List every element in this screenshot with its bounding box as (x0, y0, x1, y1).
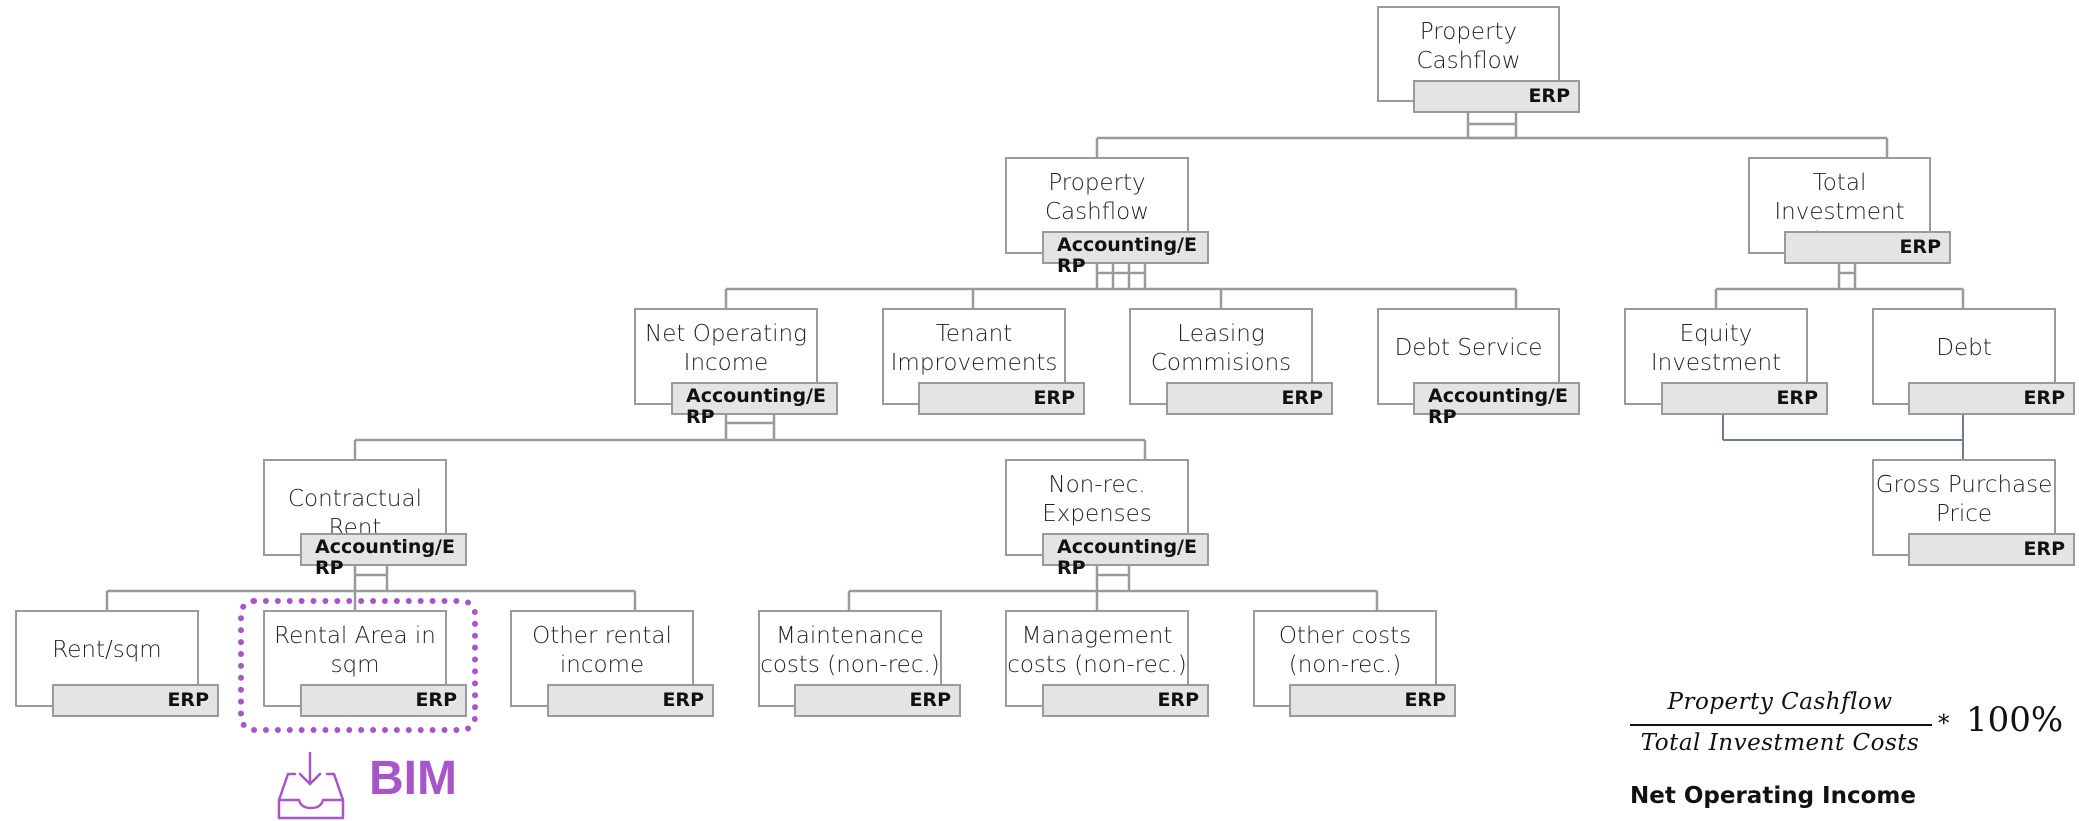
source-tag: ERP (794, 684, 961, 717)
node-title: Maintenance costs (non-rec.) (760, 623, 940, 678)
node-title: Net Operating Income (645, 321, 807, 376)
node-title: Debt Service (1394, 335, 1543, 361)
node-title: Debt (1936, 335, 1992, 361)
source-tag: Accounting/ERP (1042, 231, 1209, 277)
source-tag: ERP (1661, 382, 1828, 415)
source-tag: Accounting/ERP (300, 533, 467, 579)
node-title: Tenant Improvements (890, 321, 1058, 376)
node-title: Rental Area in sqm (274, 623, 436, 678)
node-title: Other costs (non-rec.) (1278, 623, 1412, 678)
source-tag: ERP (1289, 684, 1456, 717)
source-tag: Accounting/ERP (1042, 533, 1209, 579)
source-tag: ERP (1166, 382, 1333, 415)
source-tag: ERP (52, 684, 219, 717)
return-formula: Property Cashflow Total Investment Costs… (1628, 688, 2078, 768)
inbox-download-icon (277, 751, 345, 820)
formula-numerator: Property Cashflow (1667, 689, 1893, 715)
source-tag: Accounting/ERP (671, 382, 838, 428)
node-title: Leasing Commisions (1150, 321, 1292, 376)
formula-percent: 100% (1966, 700, 2064, 740)
source-tag: ERP (300, 684, 467, 717)
bim-highlight-frame (238, 598, 478, 733)
node-title: Equity Investment (1650, 321, 1782, 376)
node-title: Other rental income (532, 623, 672, 678)
source-tag: ERP (1908, 533, 2075, 566)
source-tag: ERP (1908, 382, 2075, 415)
source-tag: ERP (547, 684, 714, 717)
node-title: Management costs (non-rec.) (1007, 623, 1187, 678)
bim-marker: BIM (276, 750, 476, 821)
source-tag: ERP (1784, 231, 1951, 264)
source-tag: ERP (1042, 684, 1209, 717)
caption-text: Net Operating Income (1630, 783, 1916, 809)
node-title: Property Cashflow (1044, 170, 1150, 225)
formula-operator: * (1938, 711, 1950, 737)
source-tag: Accounting/ERP (1413, 382, 1580, 428)
fraction-bar (1630, 724, 1932, 726)
node-title: Gross Purchase Price (1875, 472, 2053, 527)
formula-denominator: Total Investment Costs (1640, 730, 1920, 756)
node-title: Non-rec. Expenses (1042, 472, 1152, 527)
node-title: Rent/sqm (52, 637, 162, 663)
source-tag: ERP (918, 382, 1085, 415)
bim-label: BIM (369, 752, 457, 805)
source-tag: ERP (1413, 80, 1580, 113)
